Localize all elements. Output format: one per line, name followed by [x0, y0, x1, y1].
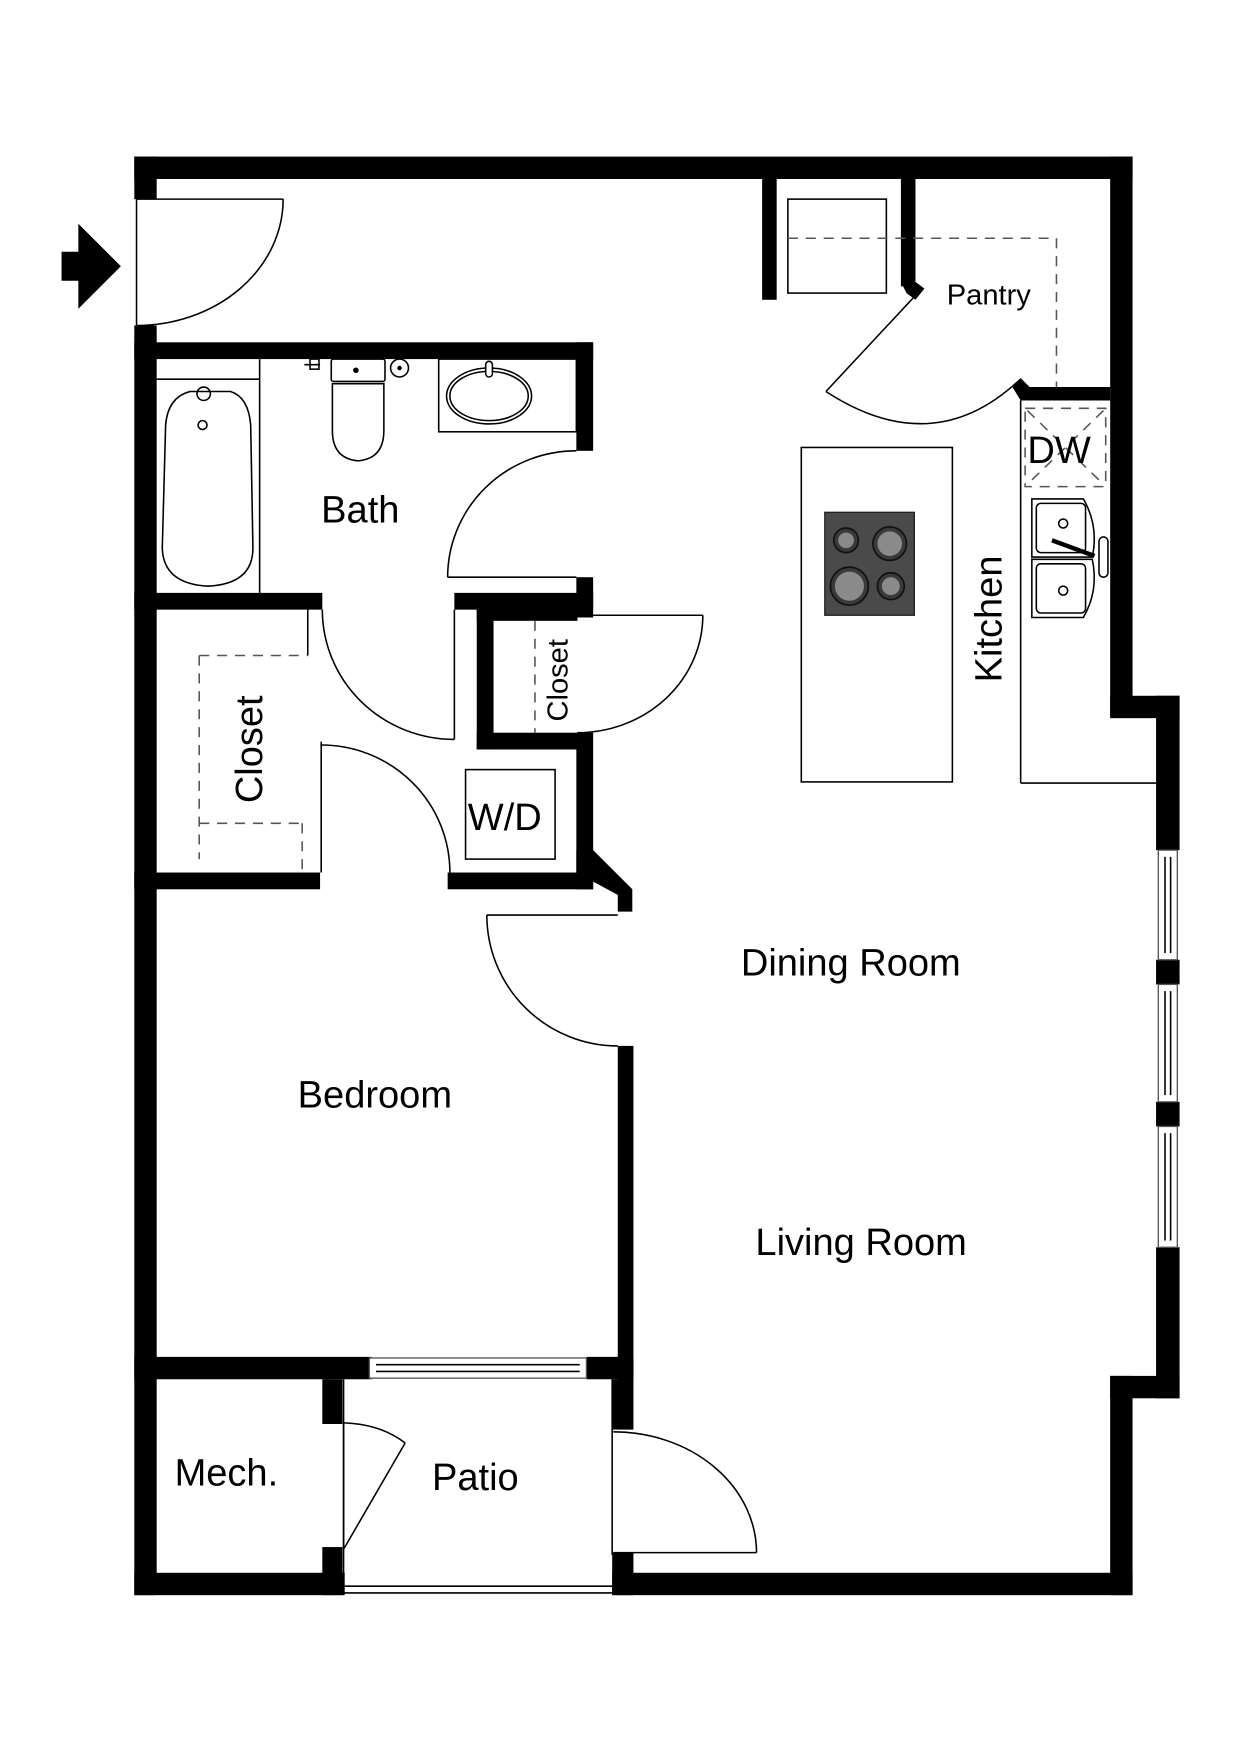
hall-closet-label: Closet — [542, 639, 574, 721]
toilet-icon — [304, 358, 410, 462]
cooktop-icon — [824, 511, 916, 616]
washer-dryer-label: W/D — [468, 797, 542, 839]
dishwasher-label: DW — [1027, 430, 1090, 472]
kitchen-island: Kitchen — [800, 446, 1011, 783]
dining-room-label: Dining Room — [741, 942, 961, 984]
bedroom-closet-label: Closet — [229, 695, 271, 803]
bath-room: Bath — [134, 342, 594, 618]
kitchen-label: Kitchen — [969, 556, 1011, 683]
pantry-label: Pantry — [947, 279, 1032, 311]
patio-label: Patio — [432, 1457, 519, 1499]
hall-closet: Closet — [476, 604, 704, 890]
entry-door — [135, 198, 284, 327]
bathroom-sink-icon — [437, 358, 578, 433]
living-windows — [1157, 849, 1178, 1248]
kitchen-counter: DW — [1019, 400, 1157, 784]
pantry-area: Pantry — [762, 178, 1111, 425]
exterior-walls — [134, 156, 1180, 1596]
bath-label: Bath — [321, 489, 399, 531]
bedroom-closet: Closet — [134, 609, 594, 890]
entry-arrow-icon — [61, 223, 121, 309]
mech-patio: Mech. Patio — [175, 1379, 758, 1596]
mech-label: Mech. — [175, 1453, 279, 1495]
bedroom-label: Bedroom — [298, 1074, 452, 1116]
bedroom-walls: Bedroom — [134, 850, 634, 1382]
living-room-label: Living Room — [755, 1222, 966, 1264]
washer-dryer: W/D — [464, 768, 556, 860]
kitchen-sink-icon — [1031, 498, 1109, 619]
bathtub-icon — [156, 359, 261, 593]
